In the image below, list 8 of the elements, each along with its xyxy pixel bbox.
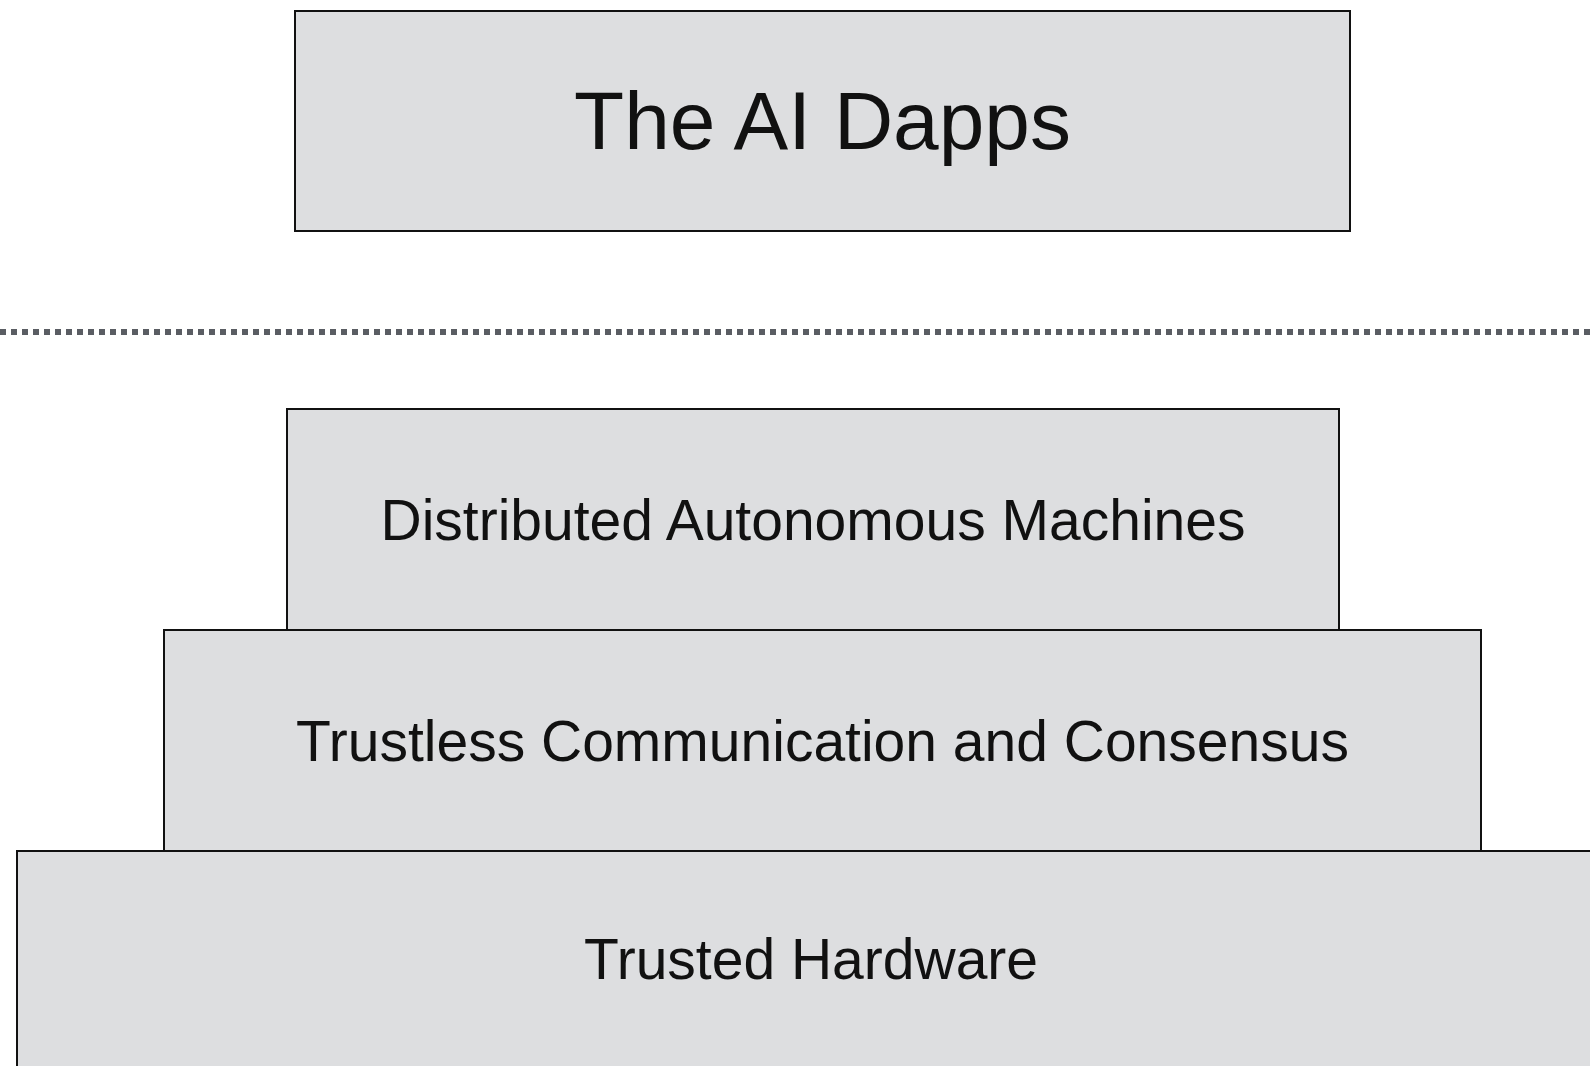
layer-label: Distributed Autonomous Machines xyxy=(380,486,1246,553)
stack-layer-box xyxy=(286,408,1340,631)
layer-label: Trustless Communication and Consensus xyxy=(296,707,1349,774)
stack-layer-box xyxy=(16,850,1590,1066)
layer-label: The AI Dapps xyxy=(574,74,1071,168)
app-layer-box xyxy=(294,10,1351,232)
layer-label: Trusted Hardware xyxy=(583,926,1039,992)
stack-layer-box xyxy=(163,629,1482,852)
